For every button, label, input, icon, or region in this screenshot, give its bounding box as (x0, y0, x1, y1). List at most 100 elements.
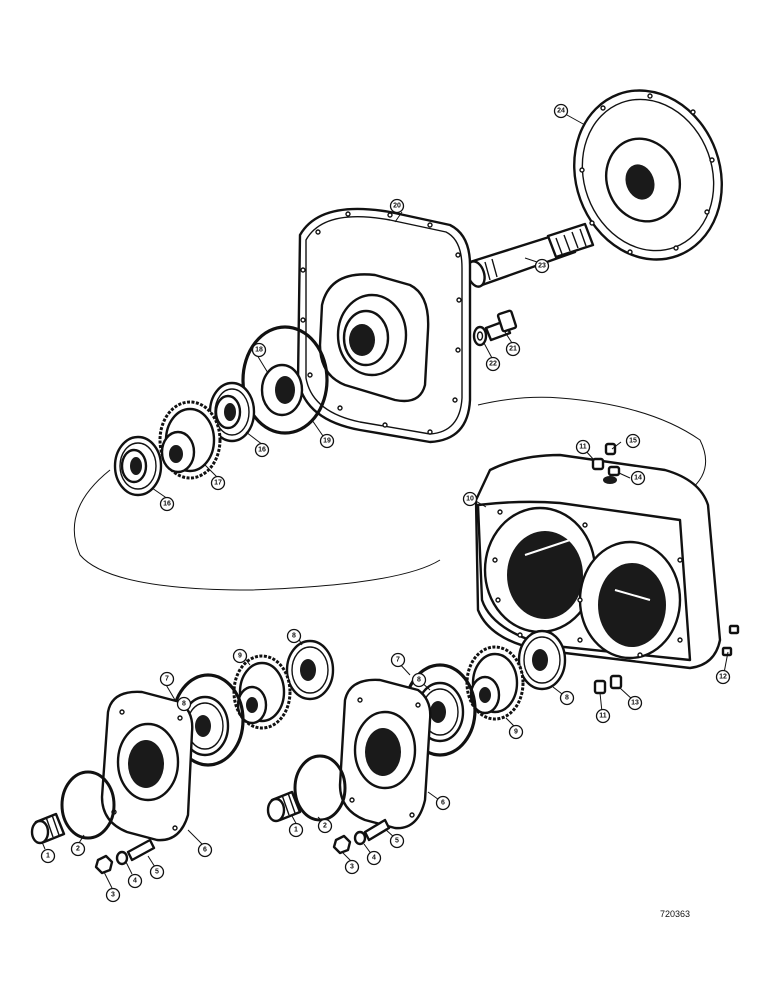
callout-4-right: 4 (366, 850, 382, 866)
gear-right (465, 645, 525, 721)
svg-text:8: 8 (565, 695, 569, 702)
gear-left (232, 654, 292, 730)
svg-text:3: 3 (350, 864, 354, 871)
o-ring-small-left (60, 770, 116, 840)
coupling-left (30, 812, 66, 845)
svg-text:23: 23 (538, 263, 546, 270)
callout-19: 19 (319, 433, 335, 449)
callout-8-right-b: 8 (559, 690, 575, 706)
callout-21: 21 (505, 341, 521, 357)
svg-text:16: 16 (258, 447, 266, 454)
svg-text:19: 19 (323, 438, 331, 445)
svg-text:22: 22 (489, 361, 497, 368)
callout-5-left: 5 (149, 864, 165, 880)
svg-text:4: 4 (372, 855, 376, 862)
callout-12: 12 (715, 669, 731, 685)
callout-1-right: 1 (288, 822, 304, 838)
o-ring-small-right (293, 754, 347, 822)
callout-9-right: 9 (508, 724, 524, 740)
pipe-plug-bottom (593, 679, 607, 695)
washer-left (115, 850, 129, 866)
callout-6-right: 6 (435, 795, 451, 811)
breather-cap (607, 465, 621, 477)
callout-8-left-b: 8 (286, 628, 302, 644)
callout-16-lower: 16 (159, 496, 175, 512)
svg-text:7: 7 (396, 657, 400, 664)
svg-text:5: 5 (395, 838, 399, 845)
o-ring-large (241, 325, 329, 435)
adapter-plate (296, 207, 472, 444)
callout-23: 23 (534, 258, 550, 274)
callout-10: 10 (462, 491, 478, 507)
flywheel-drive-plate (573, 89, 723, 261)
bearing-cage-right (338, 678, 432, 830)
assembly-loop-line (73, 396, 707, 591)
svg-text:3: 3 (111, 892, 115, 899)
svg-text:20: 20 (393, 203, 401, 210)
callout-7-right: 7 (390, 652, 406, 668)
svg-text:1: 1 (46, 853, 50, 860)
callout-4-left: 4 (127, 873, 143, 889)
svg-text:5: 5 (155, 869, 159, 876)
svg-text:16: 16 (163, 501, 171, 508)
callout-7-left: 7 (159, 671, 175, 687)
svg-text:11: 11 (599, 713, 607, 720)
callout-8-right-a: 8 (411, 672, 427, 688)
callout-5-right: 5 (389, 833, 405, 849)
callout-11-top: 11 (575, 439, 591, 455)
callout-14: 14 (630, 470, 646, 486)
svg-text:2: 2 (323, 823, 327, 830)
callout-1-left: 1 (40, 848, 56, 864)
svg-text:18: 18 (255, 347, 263, 354)
oil-seal (260, 363, 304, 417)
callout-13: 13 (627, 695, 643, 711)
drain-plug (609, 674, 623, 690)
svg-text:15: 15 (629, 438, 637, 445)
callout-20: 20 (389, 198, 405, 214)
callout-17: 17 (210, 475, 226, 491)
svg-text:24: 24 (557, 108, 565, 115)
svg-text:9: 9 (514, 729, 518, 736)
svg-text:9: 9 (238, 653, 242, 660)
cap-screw (484, 309, 518, 342)
svg-text:7: 7 (165, 676, 169, 683)
callout-8-left-a: 8 (176, 696, 192, 712)
callout-2-left: 2 (70, 841, 86, 857)
figure-id: 720363 (660, 909, 690, 919)
svg-text:4: 4 (133, 878, 137, 885)
svg-text:14: 14 (634, 475, 642, 482)
svg-text:12: 12 (719, 674, 727, 681)
svg-text:10: 10 (466, 496, 474, 503)
svg-text:8: 8 (182, 701, 186, 708)
svg-text:6: 6 (441, 800, 445, 807)
set-screws (721, 624, 740, 657)
lock-washer (472, 325, 488, 347)
svg-text:2: 2 (76, 846, 80, 853)
bearing-right-upper (517, 629, 567, 691)
drive-gear (158, 400, 222, 480)
svg-text:11: 11 (579, 444, 587, 451)
svg-text:1: 1 (294, 827, 298, 834)
svg-text:13: 13 (631, 700, 639, 707)
svg-text:8: 8 (292, 633, 296, 640)
callout-16-upper: 16 (254, 442, 270, 458)
callout-6-left: 6 (197, 842, 213, 858)
breather-fitting (604, 442, 617, 456)
nut-right (332, 834, 352, 855)
callout-2-right: 2 (317, 818, 333, 834)
callout-3-right: 3 (344, 859, 360, 875)
gearbox-housing (474, 453, 722, 670)
svg-text:21: 21 (509, 346, 517, 353)
input-shaft (466, 222, 595, 288)
stud-right (363, 818, 391, 842)
callout-15: 15 (625, 433, 641, 449)
svg-text:8: 8 (417, 677, 421, 684)
bearing-left-upper (285, 639, 335, 701)
stud-left (126, 838, 156, 862)
callout-3-left: 3 (105, 887, 121, 903)
callout-18: 18 (251, 342, 267, 358)
washer-right (353, 830, 367, 846)
coupling-right (266, 790, 302, 823)
ball-bearing-lower (113, 435, 163, 497)
ball-bearing-upper (208, 381, 256, 443)
